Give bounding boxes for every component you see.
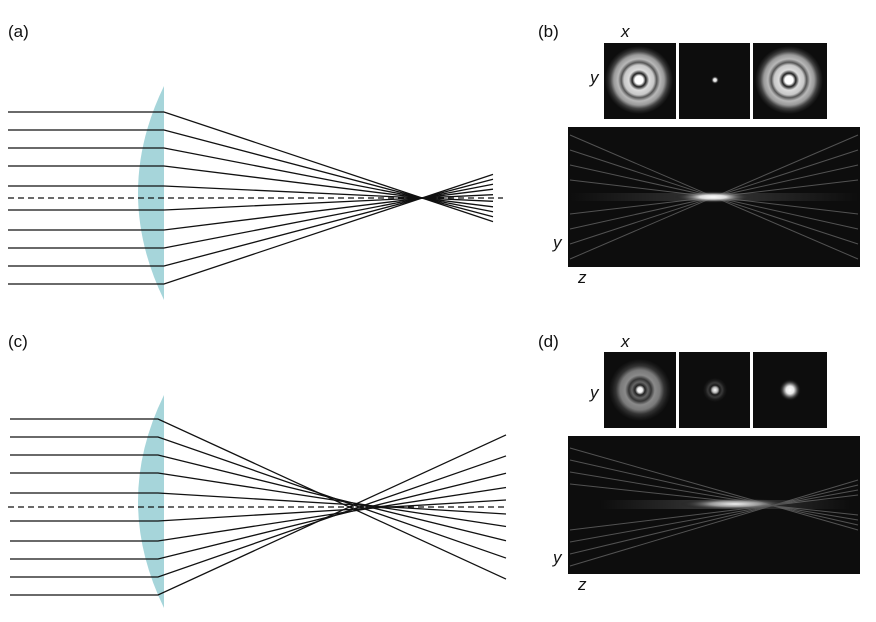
ray — [10, 492, 507, 515]
b-ring-pattern-right — [755, 46, 823, 114]
d-ring-pattern-center — [703, 378, 727, 402]
panel-c-ray-diagram — [8, 395, 507, 608]
ray — [8, 129, 494, 218]
panel-label-a: (a) — [8, 22, 29, 41]
b-focus-spot — [675, 191, 751, 203]
b-y-axis-label-bottom: y — [553, 233, 562, 252]
ray — [10, 418, 507, 580]
ray — [10, 486, 507, 542]
ray — [8, 173, 494, 285]
d-focus-spot — [680, 498, 790, 510]
ray — [10, 455, 507, 578]
d-y-axis-label-bottom: y — [553, 548, 562, 567]
lens-c — [138, 395, 164, 608]
b-y-axis-label-top: y — [590, 68, 599, 87]
ray — [8, 178, 494, 267]
rays-c — [10, 418, 507, 596]
ray — [10, 436, 507, 559]
ray — [8, 185, 494, 202]
ray — [8, 188, 494, 231]
ray — [8, 194, 494, 211]
b-x-axis-label: x — [621, 22, 630, 41]
panel-d-psf — [568, 352, 860, 574]
b-ring-pattern-left — [605, 46, 673, 114]
ray — [8, 111, 494, 223]
ray — [8, 165, 494, 208]
panel-b-psf — [568, 43, 860, 267]
lens-a — [138, 86, 164, 300]
ray — [8, 183, 494, 249]
rays-a — [8, 111, 494, 285]
ray — [8, 147, 494, 213]
panel-label-d: (d) — [538, 332, 559, 351]
ray — [10, 472, 507, 528]
d-ring-pattern-left — [609, 359, 671, 421]
b-z-axis-label: z — [578, 268, 587, 287]
ray — [10, 499, 507, 522]
b-focal-spot — [711, 76, 719, 84]
panel-label-c: (c) — [8, 332, 28, 351]
panel-label-b: (b) — [538, 22, 559, 41]
d-x-axis-label: x — [621, 332, 630, 351]
d-y-axis-label-top: y — [590, 383, 599, 402]
panel-a-ray-diagram — [8, 86, 503, 300]
ray — [10, 454, 507, 542]
d-focal-spot-right — [779, 379, 801, 401]
ray — [10, 472, 507, 560]
d-z-axis-label: z — [578, 575, 587, 594]
ray — [10, 434, 507, 596]
